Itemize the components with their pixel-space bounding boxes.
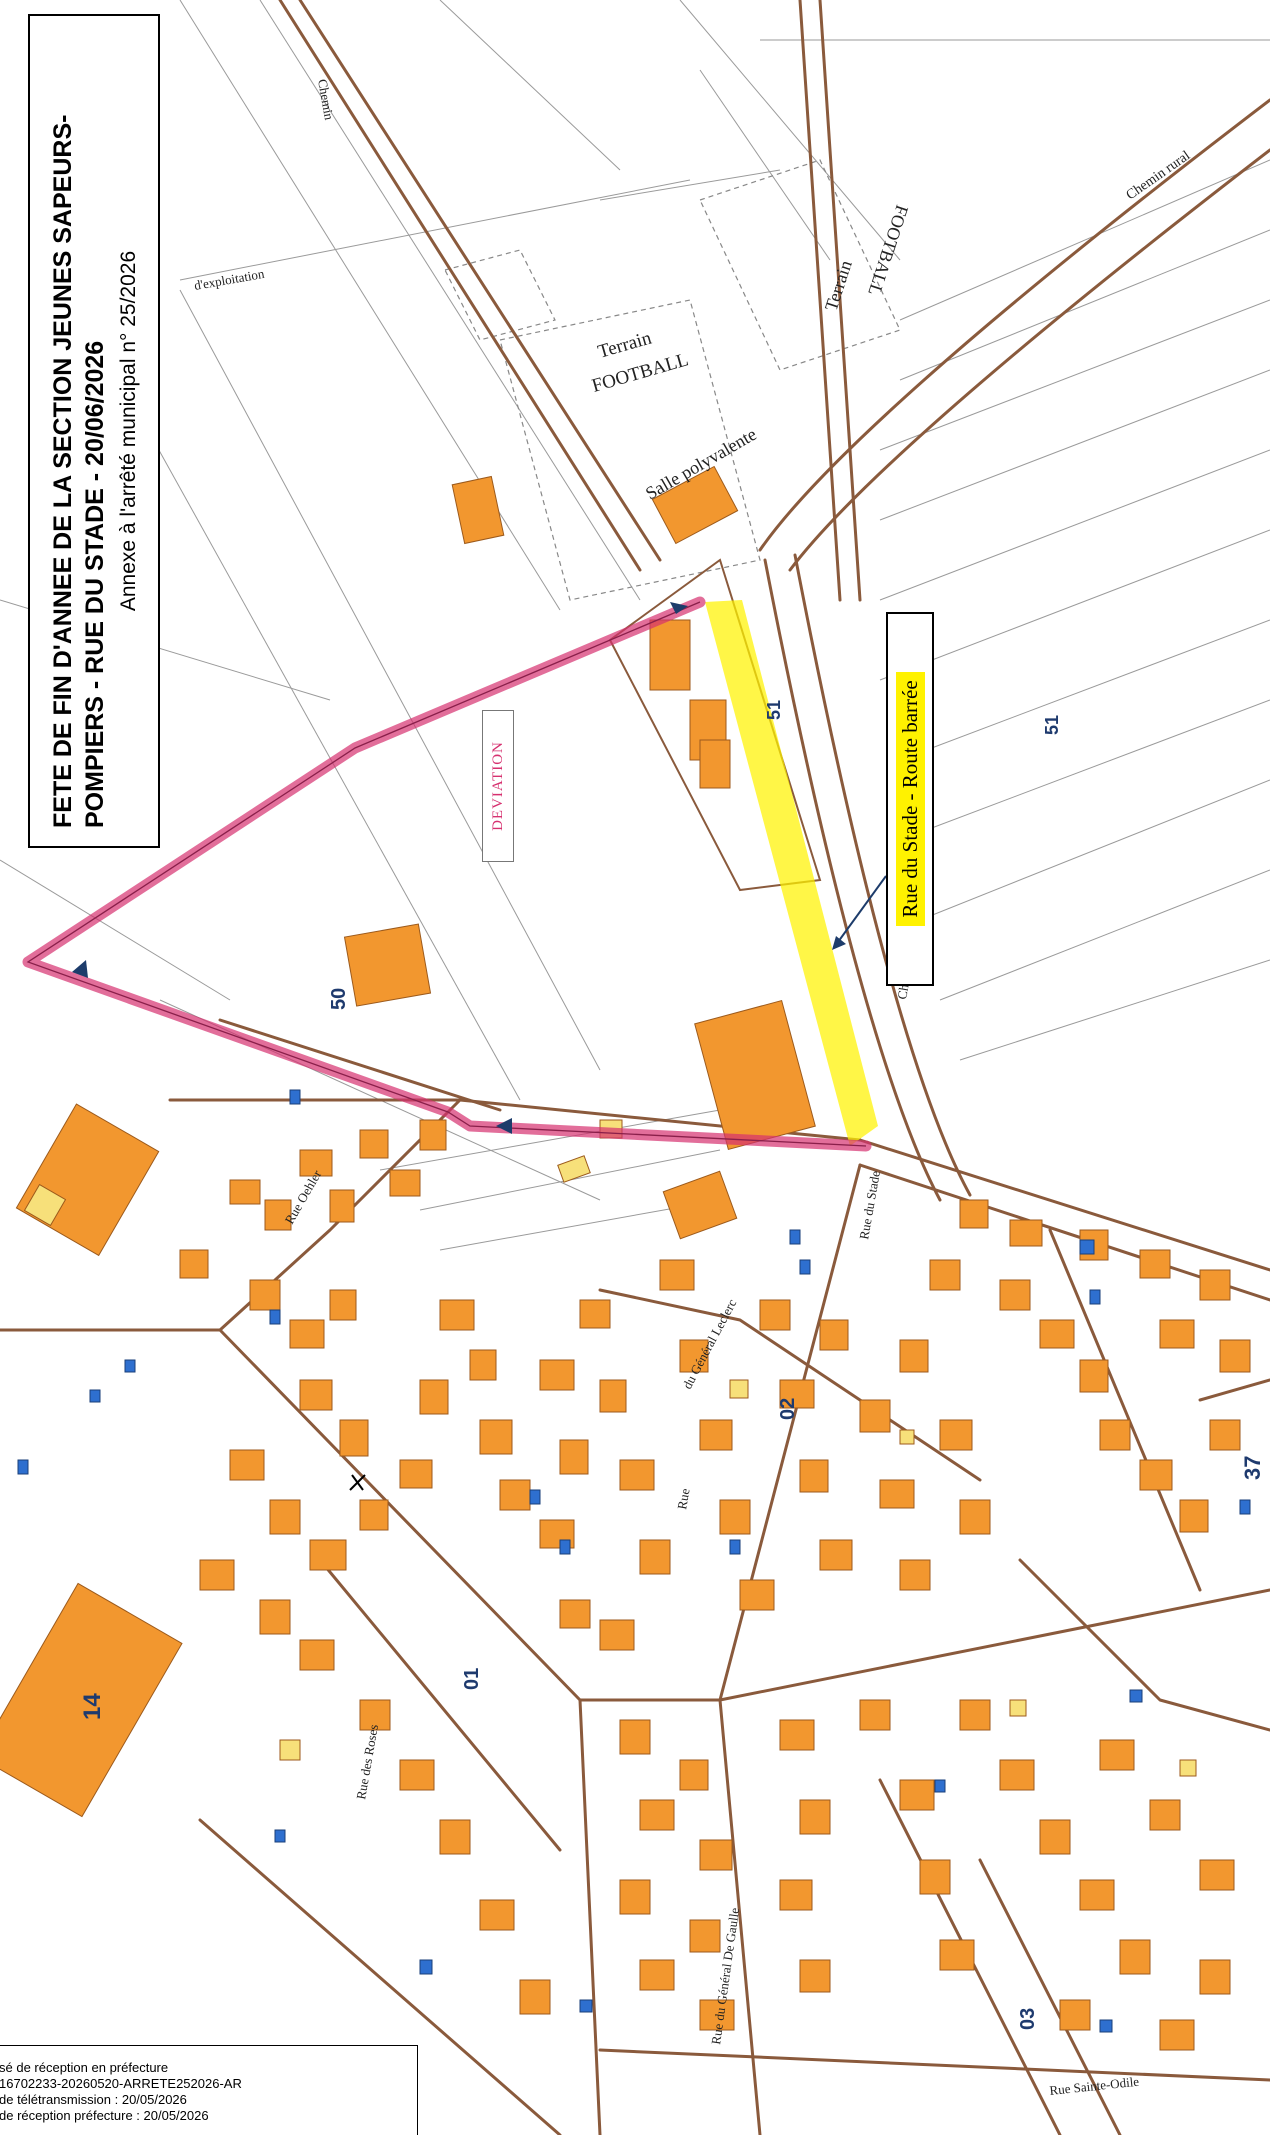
deviation-legend: DEVIATION bbox=[482, 710, 514, 862]
stamp-line-3: de télétransmission : 20/05/2026 bbox=[0, 2092, 187, 2107]
street-label: Rue Sainte-Odile bbox=[1049, 2074, 1140, 2098]
street-label: Rue bbox=[674, 1487, 692, 1510]
road-label: Chemin bbox=[315, 78, 337, 122]
deviation-route bbox=[22, 596, 872, 1152]
section-number: 37 bbox=[1240, 1456, 1265, 1480]
pitch-label: Terrain bbox=[821, 258, 856, 313]
deviation-arrow-icon bbox=[72, 960, 88, 978]
deviation-label: DEVIATION bbox=[489, 741, 506, 831]
title-subtitle: Annexe à l'arrêté municipal n° 25/2026 bbox=[117, 250, 140, 612]
section-number: 02 bbox=[777, 1398, 799, 1420]
section-number: 50 bbox=[328, 988, 350, 1010]
section-number: 14 bbox=[79, 1693, 106, 1720]
stamp-line-1: sé de réception en préfecture bbox=[0, 2060, 169, 2075]
road-closed-legend: Rue du Stade - Route barrée bbox=[886, 612, 934, 986]
section-number: 01 bbox=[461, 1668, 483, 1690]
section-number: 03 bbox=[1017, 2008, 1039, 2030]
church-icon bbox=[349, 1474, 366, 1491]
prefecture-stamp: sé de réception en préfecture 16702233-2… bbox=[0, 2045, 418, 2135]
street-label: Rue du Stade bbox=[856, 1169, 883, 1240]
road-label: Chemin rural bbox=[1124, 148, 1194, 203]
section-number: 51 bbox=[764, 700, 784, 720]
title-box: FETE DE FIN D'ANNEE DE LA SECTION JEUNES… bbox=[28, 14, 160, 848]
street-label: Rue des Roses bbox=[353, 1723, 381, 1800]
road-closed-label: Rue du Stade - Route barrée bbox=[895, 672, 925, 926]
section-number: 51 bbox=[1042, 715, 1062, 735]
pitch-label: FOOTBALL bbox=[864, 203, 912, 299]
stamp-line-4: de réception préfecture : 20/05/2026 bbox=[0, 2108, 209, 2123]
deviation-arrow-icon bbox=[496, 1118, 512, 1134]
football-pitches bbox=[444, 159, 901, 601]
deviation-arrow-icon bbox=[670, 602, 688, 614]
road-closed-highlight bbox=[705, 600, 878, 1146]
closure-pointer-arrow bbox=[832, 875, 887, 950]
title-line-1: FETE DE FIN D'ANNEE DE LA SECTION JEUNES… bbox=[49, 114, 77, 828]
pitch-label: Terrain bbox=[596, 327, 655, 362]
buildings bbox=[0, 465, 1251, 2051]
title-line-2: POMPIERS - RUE DU STADE - 20/06/2026 bbox=[81, 340, 109, 828]
stamp-line-2: 16702233-20260520-ARRETE252026-AR bbox=[0, 2076, 242, 2091]
